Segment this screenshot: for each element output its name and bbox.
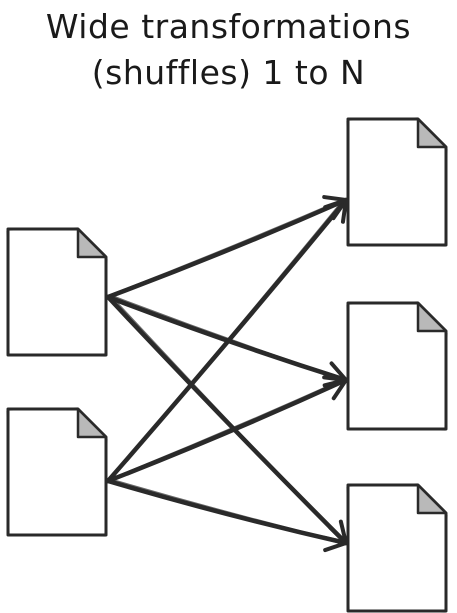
document-fold bbox=[418, 119, 446, 147]
source-document-2 bbox=[7, 408, 107, 536]
document-fold bbox=[418, 303, 446, 331]
arrows-group bbox=[108, 197, 346, 550]
source-document-1 bbox=[7, 228, 107, 356]
target-document-1 bbox=[347, 118, 447, 246]
document-fold bbox=[78, 229, 106, 257]
arrow-source-2-to-target-2 bbox=[108, 377, 346, 481]
target-document-3 bbox=[347, 484, 447, 612]
arrow-source-2-to-target-1 bbox=[108, 199, 346, 481]
arrow-source-2-to-target-3 bbox=[108, 479, 346, 550]
documents-group bbox=[7, 118, 447, 612]
document-fold bbox=[78, 409, 106, 437]
arrow-source-1-to-target-3 bbox=[108, 295, 346, 543]
arrow-source-1-to-target-1 bbox=[108, 197, 346, 297]
target-document-2 bbox=[347, 302, 447, 430]
document-fold bbox=[418, 485, 446, 513]
